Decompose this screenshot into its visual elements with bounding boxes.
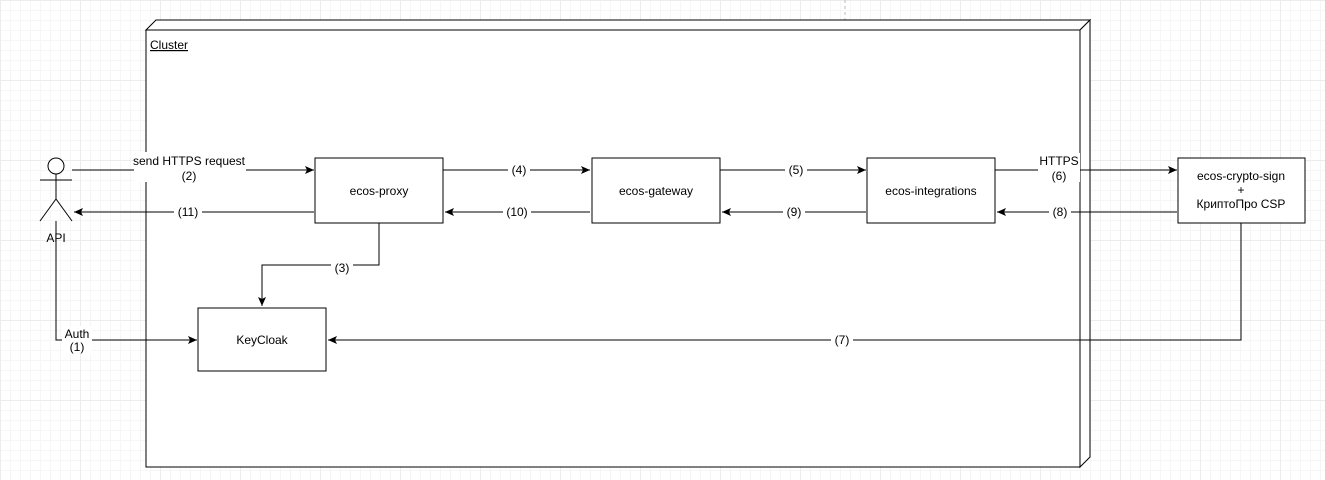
edge-1-label: Auth	[65, 327, 90, 341]
edge-2-number: (2)	[182, 169, 197, 183]
edge-11-label: (11)	[178, 205, 198, 219]
node-keycloak[interactable]: KeyCloak	[197, 307, 327, 372]
edge-6-label: HTTPS	[1039, 154, 1078, 168]
edge-1-number: (1)	[70, 340, 85, 354]
edge-9-label: (9)	[787, 205, 802, 219]
edge-7[interactable]	[328, 223, 1242, 344]
node-ecos-gateway-label: ecos-gateway	[619, 184, 693, 198]
edge-4-label: (4)	[512, 163, 527, 177]
cluster-title: Cluster	[150, 38, 188, 52]
node-ecos-proxy-label: ecos-proxy	[350, 184, 409, 198]
node-ecos-gateway[interactable]: ecos-gateway	[591, 157, 721, 224]
edge-6-number: (6)	[1052, 169, 1067, 183]
edge-5-label: (5)	[789, 163, 804, 177]
edge-3-label: (3)	[335, 261, 350, 275]
node-ecos-crypto-sign[interactable]: ecos-crypto-sign + КриптоПро CSP	[1177, 157, 1306, 224]
node-ecos-integrations-label: ecos-integrations	[885, 184, 976, 198]
node-ecos-integrations[interactable]: ecos-integrations	[866, 157, 996, 224]
cluster-node[interactable]	[144, 18, 1092, 469]
actor-api[interactable]	[39, 157, 73, 222]
node-crypto-label-line3: КриптоПро CSP	[1197, 197, 1286, 211]
edge-2-label: send HTTPS request	[133, 154, 246, 168]
edge-7-label: (7)	[835, 333, 850, 347]
edge-3[interactable]	[258, 223, 380, 306]
node-ecos-proxy[interactable]: ecos-proxy	[314, 157, 444, 224]
edge-10-label: (10)	[506, 205, 527, 219]
node-crypto-label-line2: +	[1237, 183, 1244, 197]
node-crypto-label-line1: ecos-crypto-sign	[1197, 169, 1285, 183]
edge-8-label: (8)	[1053, 205, 1068, 219]
edge-1[interactable]	[55, 221, 197, 344]
node-keycloak-label: KeyCloak	[236, 333, 288, 347]
